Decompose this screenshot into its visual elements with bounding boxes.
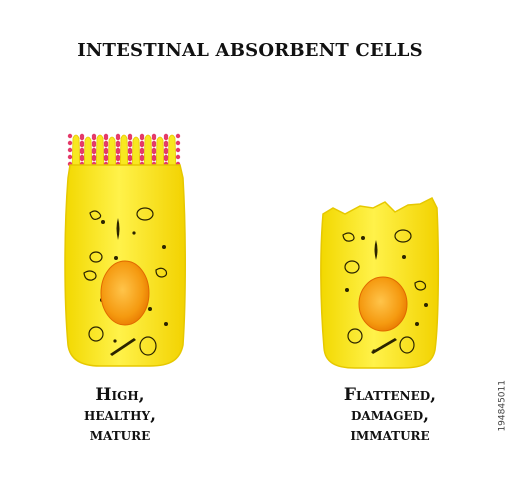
microvillus-dot [175, 147, 181, 153]
microvillus-dot [151, 135, 157, 141]
microvillus-dot [103, 135, 109, 141]
flattened-cell-label-line-3: immature [350, 425, 430, 445]
microvillus-dot [115, 147, 121, 153]
microvillus [167, 134, 177, 171]
microvillus-dot [79, 135, 85, 141]
microvillus [107, 136, 117, 171]
high-cell-spindle-top [116, 218, 120, 240]
microvillus-dot [103, 142, 109, 148]
microvillus-dot [139, 133, 145, 139]
microvillus-dot [127, 149, 133, 155]
microvillus-dot [163, 147, 169, 153]
microvillus-dot [163, 133, 169, 139]
microvillus [119, 134, 129, 171]
microvillus [131, 136, 141, 171]
microvillus [95, 134, 105, 171]
high-cell-dots [100, 220, 168, 343]
high-cell-label-line-2: healthy, [83, 405, 156, 425]
high-cell [64, 133, 186, 367]
flattened-cell-label-line-2: damaged, [350, 405, 430, 425]
microvillus [143, 134, 153, 171]
microvillus [71, 134, 81, 171]
high-cell-label-line-1: High, [95, 385, 145, 405]
microvillus [83, 136, 93, 171]
high-cell-label-line-3: mature [89, 425, 151, 445]
microvillus-dot [151, 156, 157, 162]
flattened-cell-nucleus [358, 276, 408, 332]
microvillus-dot [103, 156, 109, 162]
microvillus-dot [79, 156, 85, 162]
microvillus-dot [79, 142, 85, 148]
microvillus-dot [91, 133, 97, 139]
microvillus-dot [67, 133, 73, 139]
microvillus-dot [79, 149, 85, 155]
microvillus-dot [127, 156, 133, 162]
microvillus-dot [139, 154, 145, 160]
flattened-cell-spindle-top [374, 240, 378, 260]
microvillus-dot [91, 140, 97, 146]
microvillus-dot [175, 133, 181, 139]
microvillus-dot [67, 140, 73, 146]
microvillus-dot [163, 140, 169, 146]
microvillus-dot [115, 140, 121, 146]
microvillus-dot [91, 154, 97, 160]
flattened-cell [320, 196, 440, 369]
microvillus-dot [103, 149, 109, 155]
microvillus-dot [91, 147, 97, 153]
flattened-cell-label: Flattened, damaged, immature [300, 385, 480, 445]
microvillus-dot [139, 147, 145, 153]
flattened-cell-spindle-bottom [371, 338, 397, 354]
microvillus-dot [127, 142, 133, 148]
high-cell-nucleus [100, 260, 150, 326]
high-cell-organelles [83, 207, 168, 356]
microvillus-dot [67, 154, 73, 160]
high-cell-label: High, healthy, mature [40, 385, 200, 445]
microvillus-dot [151, 142, 157, 148]
microvillus-dot [127, 135, 133, 141]
microvillus-dot [67, 147, 73, 153]
diagram-title: INTESTINAL ABSORBENT CELLS [77, 40, 423, 61]
flattened-cell-dots [345, 236, 428, 353]
microvilli [67, 133, 181, 171]
flattened-cell-organelles [342, 229, 427, 354]
microvillus-dot [175, 154, 181, 160]
high-cell-spindle-bottom [110, 338, 136, 356]
microvillus-dot [151, 149, 157, 155]
microvillus-dot [115, 154, 121, 160]
stock-watermark-id: 194845011 [498, 380, 508, 432]
microvillus-dot [115, 133, 121, 139]
microvillus-dot [139, 140, 145, 146]
flattened-cell-label-line-1: Flattened, [343, 385, 437, 405]
microvillus [155, 136, 165, 171]
microvillus-dot [175, 140, 181, 146]
microvillus-dot [163, 154, 169, 160]
